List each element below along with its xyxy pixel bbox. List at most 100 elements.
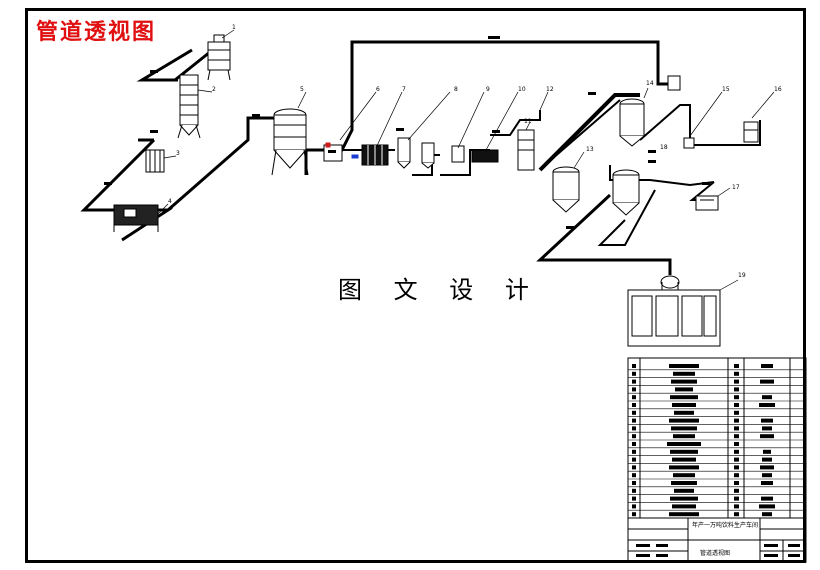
equipment-14 xyxy=(612,169,640,216)
equipment-19 xyxy=(627,275,721,347)
parts-list-index-mark xyxy=(632,387,636,392)
parts-list-remark-mark xyxy=(760,434,774,439)
parts-list-index-mark xyxy=(632,496,636,501)
parts-list-qty-mark xyxy=(734,426,739,431)
equip-num-16: 16 xyxy=(774,86,782,93)
equipment-13 xyxy=(619,98,645,147)
pipe-to-19 xyxy=(536,193,672,275)
parts-list-qty-mark xyxy=(734,403,739,407)
parts-list-qty-mark xyxy=(734,449,739,454)
parts-list-rows xyxy=(628,369,806,519)
drawing-title: 管道透视图 xyxy=(36,19,157,45)
parts-list-name-mark xyxy=(673,473,695,478)
parts-list-qty-mark xyxy=(734,496,739,501)
equip-num-1: 1 xyxy=(232,24,236,31)
parts-list-name-mark xyxy=(671,481,697,485)
equip-num-17: 17 xyxy=(732,184,740,191)
title-block-marks xyxy=(636,544,800,557)
pipe-to-tank5 xyxy=(167,116,278,212)
parts-list-index-mark xyxy=(632,434,636,439)
parts-list-qty-mark xyxy=(734,488,739,493)
equipment-10 xyxy=(471,149,499,163)
pipe-top-left xyxy=(136,48,193,82)
parts-list-name-mark xyxy=(673,434,695,439)
equip-num-3: 3 xyxy=(176,150,180,157)
pipe-tags xyxy=(104,36,710,229)
parts-list-qty-mark xyxy=(734,371,739,376)
parts-list-qty-mark xyxy=(734,410,739,415)
equip-num-15: 15 xyxy=(722,86,730,93)
parts-list-name-mark xyxy=(673,371,695,376)
parts-list-index-mark xyxy=(632,512,636,517)
equipment-1 xyxy=(207,34,231,81)
parts-list-name-mark xyxy=(670,395,698,400)
parts-list-name-mark xyxy=(672,403,696,407)
parts-list-name-mark xyxy=(672,457,696,462)
equipment-5 xyxy=(271,108,309,176)
parts-list-remark-mark xyxy=(760,465,774,470)
equip-num-11: 11 xyxy=(524,118,532,125)
parts-list-remark-mark xyxy=(761,418,773,423)
parts-list-remark-mark xyxy=(761,496,773,501)
equip-num-19: 19 xyxy=(738,272,746,279)
parts-list-name-mark xyxy=(669,364,699,368)
pipe-diag-up xyxy=(538,93,640,172)
parts-list-remark-mark xyxy=(761,481,773,485)
equipment-17 xyxy=(695,195,719,211)
pipe-diag-up-2 xyxy=(544,99,621,166)
parts-list-index-mark xyxy=(632,457,636,462)
parts-list-qty-mark xyxy=(734,465,739,470)
parts-list-name-mark xyxy=(671,379,697,384)
parts-list-qty-mark xyxy=(734,418,739,423)
parts-list-name-mark xyxy=(670,449,698,454)
parts-list-name-mark xyxy=(667,442,701,446)
equipment-12 xyxy=(552,166,580,213)
parts-list-remark-mark xyxy=(762,426,772,431)
parts-list-index-mark xyxy=(632,364,636,368)
equip-num-2: 2 xyxy=(212,86,216,93)
parts-list-qty-mark xyxy=(734,395,739,400)
parts-list-name-mark xyxy=(669,512,699,517)
parts-list-index-mark xyxy=(632,442,636,446)
parts-list-index-mark xyxy=(632,379,636,384)
parts-list-remark-mark xyxy=(762,395,772,400)
equip-num-9: 9 xyxy=(486,86,490,93)
equipment-top-right xyxy=(667,75,681,91)
center-label: 图 文 设 计 xyxy=(338,276,541,304)
parts-list-qty-mark xyxy=(734,481,739,485)
parts-list-qty-mark xyxy=(734,504,739,509)
parts-list-index-mark xyxy=(632,410,636,415)
equip-num-4: 4 xyxy=(168,198,172,205)
equipment-11 xyxy=(517,129,535,171)
pipe-to-14 xyxy=(597,189,656,246)
parts-list-remark-mark xyxy=(761,364,773,368)
equipment-15 xyxy=(683,137,695,149)
equipment-2 xyxy=(177,74,201,139)
equip-num-6: 6 xyxy=(376,86,380,93)
parts-list-name-mark xyxy=(671,426,697,431)
parts-list-remark-mark xyxy=(759,403,775,407)
pipe-filter-4 xyxy=(490,110,541,136)
parts-list-index-mark xyxy=(632,418,636,423)
equip-num-8: 8 xyxy=(454,86,458,93)
parts-list-remark-mark xyxy=(762,473,772,478)
parts-list-name-mark xyxy=(672,504,696,509)
parts-list-index-mark xyxy=(632,465,636,470)
equip-num-12: 12 xyxy=(546,86,554,93)
equipment-16 xyxy=(743,121,759,143)
parts-list-index-mark xyxy=(632,395,636,400)
parts-list-qty-mark xyxy=(734,379,739,384)
parts-list-name-mark xyxy=(674,410,694,415)
pipe-to-15 xyxy=(639,104,740,146)
equip-num-14: 14 xyxy=(646,80,654,87)
parts-list-index-mark xyxy=(632,473,636,478)
equipment-3 xyxy=(145,149,165,173)
equipment-7 xyxy=(351,144,389,166)
parts-list-remark-mark xyxy=(763,449,771,454)
parts-list-index-mark xyxy=(632,371,636,376)
parts-list-entries xyxy=(632,364,775,517)
equipment-8 xyxy=(397,137,435,169)
parts-list-qty-mark xyxy=(734,442,739,446)
